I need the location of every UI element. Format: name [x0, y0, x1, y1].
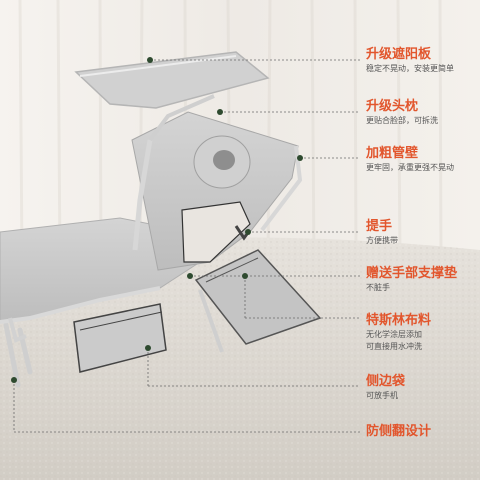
callout-dot-3 — [297, 155, 303, 161]
feature-subtitle: 更贴合脸部，可拆洗 — [366, 116, 438, 125]
feature-subtitle: 稳定不晃动，安装更简单 — [366, 64, 454, 73]
side-frame-tube — [0, 286, 161, 324]
feature-title: 赠送手部支撑垫 — [366, 266, 458, 281]
feature-title: 侧边袋 — [366, 374, 406, 389]
feature-hand-pad: 赠送手部支撑垫 不脏手 — [366, 266, 457, 294]
feature-title: 提手 — [366, 219, 393, 234]
lounge-chair — [0, 51, 322, 388]
feature-anti-tip: 防侧翻设计 — [366, 424, 431, 440]
feature-subtitle: 可直接用水冲洗 — [366, 342, 422, 351]
curtain-folds — [18, 0, 443, 261]
feature-fabric: 特斯林布料 无化学涂层添加 可直接用水冲洗 — [366, 313, 431, 353]
feature-subtitle: 方便携带 — [366, 236, 398, 245]
callout-dot-1 — [147, 57, 153, 63]
canopy-sunshade — [74, 51, 270, 109]
callout-dot-5 — [187, 273, 193, 279]
callout-dot-7 — [145, 345, 151, 351]
callout-dots — [11, 57, 303, 383]
feature-subtitle: 更牢固，承重更强不晃动 — [366, 163, 454, 172]
feature-subtitle: 无化学涂层添加 — [366, 330, 422, 339]
hand-support-pad — [194, 249, 322, 345]
callout-dot-6 — [242, 273, 248, 279]
chair-backrest — [131, 111, 299, 271]
callout-dot-8 — [11, 377, 17, 383]
feature-side-pocket: 侧边袋 可放手机 — [366, 374, 405, 402]
backrest-frame — [132, 139, 153, 251]
feature-subtitle: 可放手机 — [366, 391, 398, 400]
feature-canopy: 升级遮阳板 稳定不晃动，安装更简单 — [366, 47, 454, 75]
feature-title: 防侧翻设计 — [366, 424, 432, 439]
feature-title: 升级头枕 — [366, 99, 419, 114]
face-opening — [181, 201, 251, 263]
side-pocket — [73, 303, 167, 373]
callout-dot-4 — [245, 229, 251, 235]
feature-title: 加粗管壁 — [366, 146, 419, 161]
callout-dot-2 — [217, 109, 223, 115]
feature-title: 升级遮阳板 — [366, 47, 432, 62]
feature-headrest: 升级头枕 更贴合脸部，可拆洗 — [366, 99, 438, 127]
feature-thick-tube: 加粗管壁 更牢固，承重更强不晃动 — [366, 146, 454, 174]
feature-subtitle: 不脏手 — [366, 283, 390, 292]
callout-lines — [13, 59, 360, 433]
canopy-support — [148, 94, 215, 142]
feature-handle: 提手 方便携带 — [366, 219, 398, 247]
feature-title: 特斯林布料 — [366, 313, 432, 328]
